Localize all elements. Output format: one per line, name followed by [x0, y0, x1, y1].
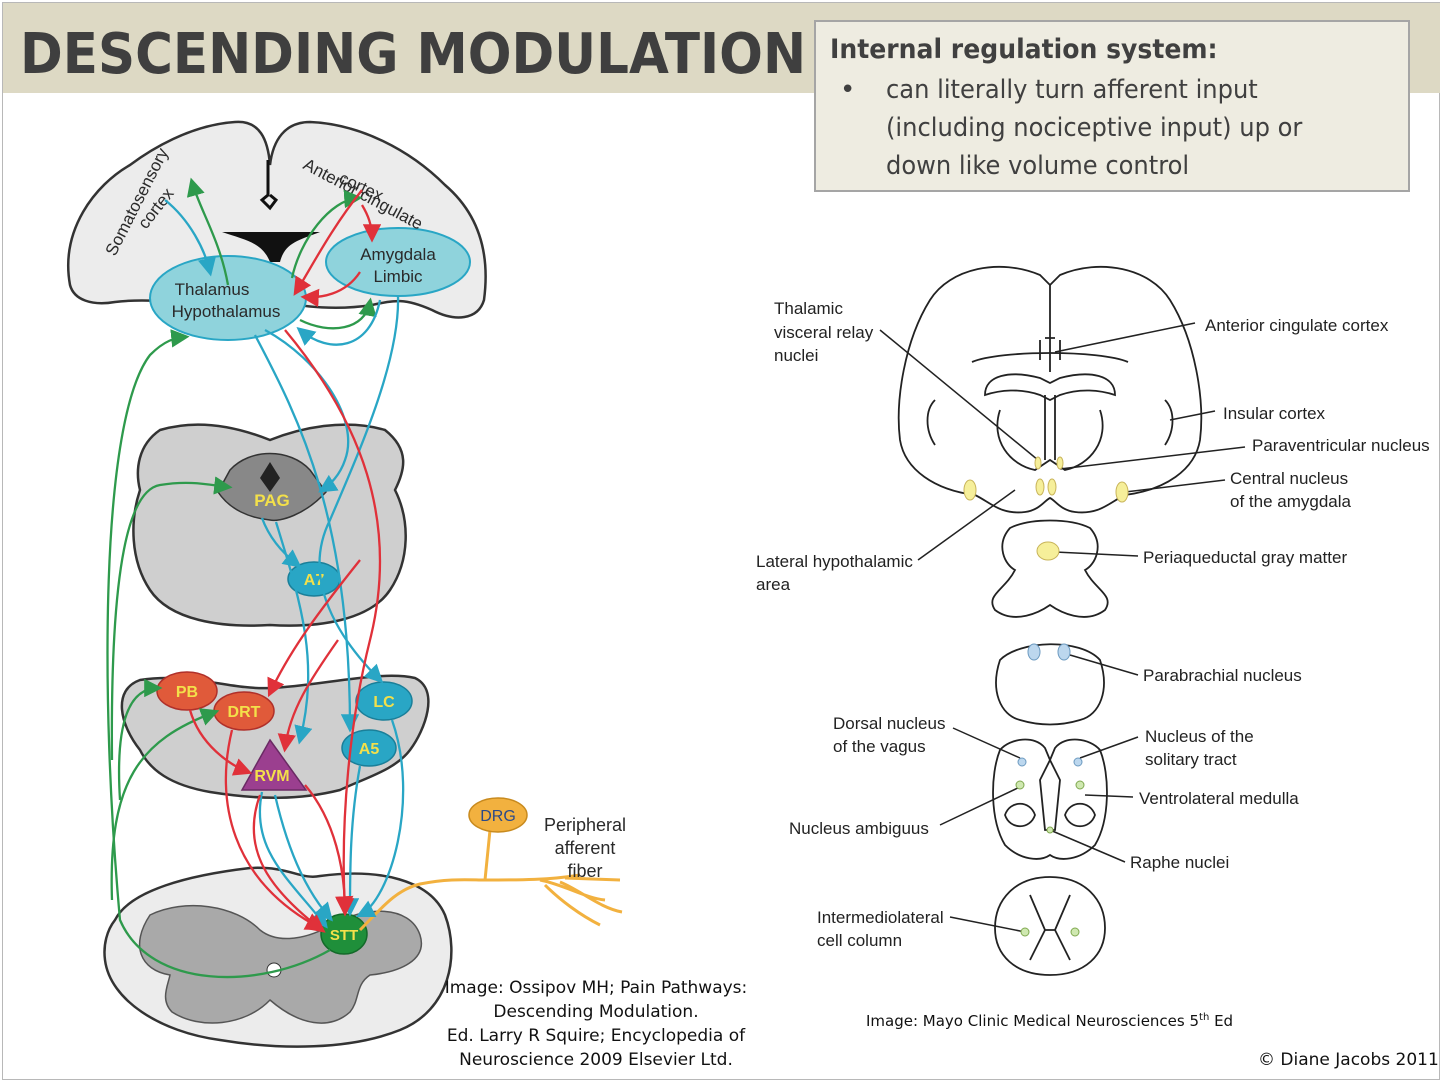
- green-pathways: [106, 177, 377, 979]
- blue-path-pag-to-a7: [260, 517, 302, 568]
- blue-path-pag-to-rvm: [274, 521, 313, 745]
- blue-path-thalamus-to-a5: [253, 334, 360, 733]
- green-path-to-amygdala: [299, 297, 377, 330]
- red-path-rvm-to-stt-b: [252, 794, 326, 933]
- red-path-rvm-to-stt: [304, 784, 355, 917]
- info-box: Internal regulation system: • can litera…: [814, 20, 1410, 192]
- medulla-section: PB DRT LC A5 RVM: [120, 671, 430, 799]
- blue-path-rvm-to-stt-b: [273, 794, 334, 922]
- midline-fissure: [259, 160, 279, 211]
- red-path-thalamus-to-stt: [284, 329, 382, 915]
- green-path-to-drt: [110, 708, 220, 901]
- label-limbic: Limbic: [373, 267, 423, 286]
- red-path-ac-to-thalamus: [293, 189, 363, 296]
- page-title: DESCENDING MODULATION: [20, 22, 807, 87]
- red-path-to-drt: [267, 559, 361, 698]
- green-path-to-pb: [117, 678, 163, 801]
- left-caption-line: Ed. Larry R Squire; Encyclopedia of: [446, 1026, 746, 1046]
- label-pag: PAG: [254, 491, 290, 510]
- bullet-dot: •: [840, 75, 856, 105]
- label-a5: A5: [359, 741, 380, 758]
- peripheral-fiber: [358, 829, 623, 932]
- ventricle: [222, 232, 320, 262]
- rvm-node: [240, 738, 308, 791]
- green-path-to-ac: [290, 189, 363, 279]
- blue-path-lc-to-stt: [355, 719, 405, 918]
- info-bullet: • can literally turn afferent input (inc…: [830, 71, 1394, 185]
- bullet-text: can literally turn afferent input (inclu…: [886, 75, 1303, 181]
- copyright: © Diane Jacobs 2011: [1258, 1050, 1439, 1070]
- blue-path-amygdala-to-hypothalamus: [296, 299, 382, 346]
- left-caption-line: Neuroscience 2009 Elsevier Ltd.: [459, 1050, 733, 1070]
- blue-path-amygdala-down: [318, 295, 400, 684]
- lc-node: [355, 681, 413, 721]
- blue-path-somato-to-thalamus: [164, 199, 216, 277]
- blue-path-rvm-to-stt: [258, 791, 328, 929]
- info-heading: Internal regulation system:: [830, 34, 1218, 65]
- green-path-stt-to-hypothalamus: [106, 329, 331, 979]
- red-path-drt-to-stt: [224, 729, 325, 931]
- label-pb: PB: [176, 684, 198, 701]
- label-afferent: afferent: [555, 838, 616, 858]
- label-drg: DRG: [480, 808, 516, 825]
- label-amygdala: Amygdala: [360, 245, 436, 264]
- right-caption-sup: th: [1199, 1012, 1210, 1023]
- green-path-to-pag: [110, 476, 233, 761]
- left-caption: Image: Ossipov MH; Pain Pathways: Descen…: [440, 976, 752, 1072]
- label-stt: STT: [330, 927, 358, 944]
- label-lc: LC: [373, 694, 395, 711]
- label-thalamus: Thalamus: [175, 280, 250, 299]
- right-caption-suffix: Ed: [1209, 1012, 1234, 1030]
- drg-section: DRG Peripheral afferent fiber: [358, 797, 626, 932]
- label-fiber: fiber: [567, 861, 602, 881]
- aqueduct: [260, 462, 280, 492]
- descending-modulation-diagram: Somatosensory cortex Anterior cingulate …: [67, 120, 626, 1048]
- cortex-section: Somatosensory cortex Anterior cingulate …: [67, 120, 487, 341]
- right-caption: Image: Mayo Clinic Medical Neurosciences…: [866, 1012, 1233, 1030]
- label-drt: DRT: [228, 704, 261, 721]
- midbrain-section: PAG A7: [132, 423, 407, 627]
- label-rvm: RVM: [254, 768, 289, 785]
- drg-node: [468, 797, 528, 833]
- label-hypothalamus: Hypothalamus: [172, 302, 281, 321]
- label-peripheral: Peripheral: [544, 815, 626, 835]
- red-path-to-rvm: [277, 639, 339, 753]
- red-path-pb-to-rvm: [188, 709, 253, 776]
- red-path-amygdala-to-thalamus: [300, 271, 361, 308]
- left-caption-line: Image: Ossipov MH; Pain Pathways:: [444, 978, 748, 998]
- right-caption-prefix: Image: Mayo Clinic Medical Neurosciences…: [866, 1012, 1200, 1030]
- red-path-ac-to-amygdala: [361, 204, 382, 243]
- a5-node: [341, 729, 397, 767]
- red-pathways: [188, 189, 382, 933]
- green-path-to-somatosensory: [186, 177, 230, 286]
- blue-path-thalamus-to-pag: [264, 328, 350, 493]
- left-caption-line: Descending Modulation.: [493, 1002, 699, 1022]
- blue-pathways: [164, 199, 405, 929]
